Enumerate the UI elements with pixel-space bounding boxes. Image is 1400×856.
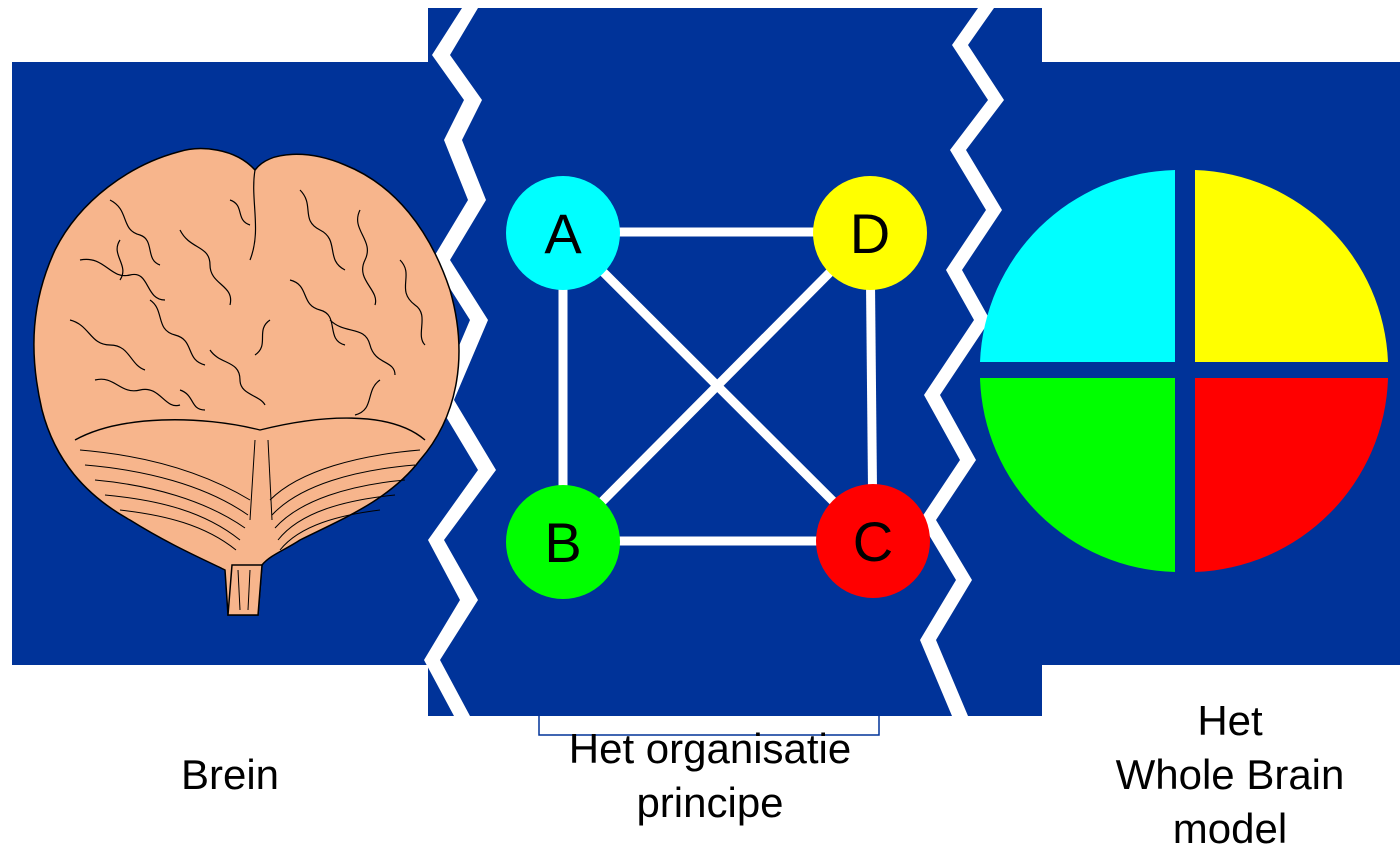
node-a-circle [506,176,620,290]
brain-caption: Brein [130,748,330,802]
organisation-caption: Het organisatie principe [500,722,920,830]
brain-icon [33,147,460,616]
right-zigzag-separator [920,8,1004,716]
model-caption-line2: Whole Brain [1115,751,1345,798]
node-d-circle [813,176,927,290]
node-d-letter: D [850,202,890,265]
node-c-circle [816,484,930,598]
model-caption-line1: Het [1197,697,1263,744]
node-a-letter: A [544,202,582,265]
quadrant-bottom-left [980,378,1175,572]
caption-outline [538,710,880,736]
quadrant-top-right [1195,170,1388,362]
model-caption: Het Whole Brain model [1060,694,1400,856]
model-panel [985,62,1400,665]
whole-brain-model [980,170,1388,572]
quadrant-bottom-right [1195,378,1388,572]
node-b-letter: B [544,511,581,574]
node-b: B [506,485,620,599]
brain-caption-text: Brein [180,751,280,798]
left-zigzag-separator [424,8,496,716]
organisation-caption-line1: Het organisatie [568,725,852,772]
node-d: D [813,176,927,290]
quadrant-top-left [980,170,1175,362]
connector-d-b [559,228,874,545]
node-a: A [506,176,620,290]
organisation-caption-line2: principe [636,779,784,826]
node-c-letter: C [853,510,893,573]
model-caption-line3: model [1172,805,1288,852]
node-b-circle [506,485,620,599]
node-c: C [816,484,930,598]
